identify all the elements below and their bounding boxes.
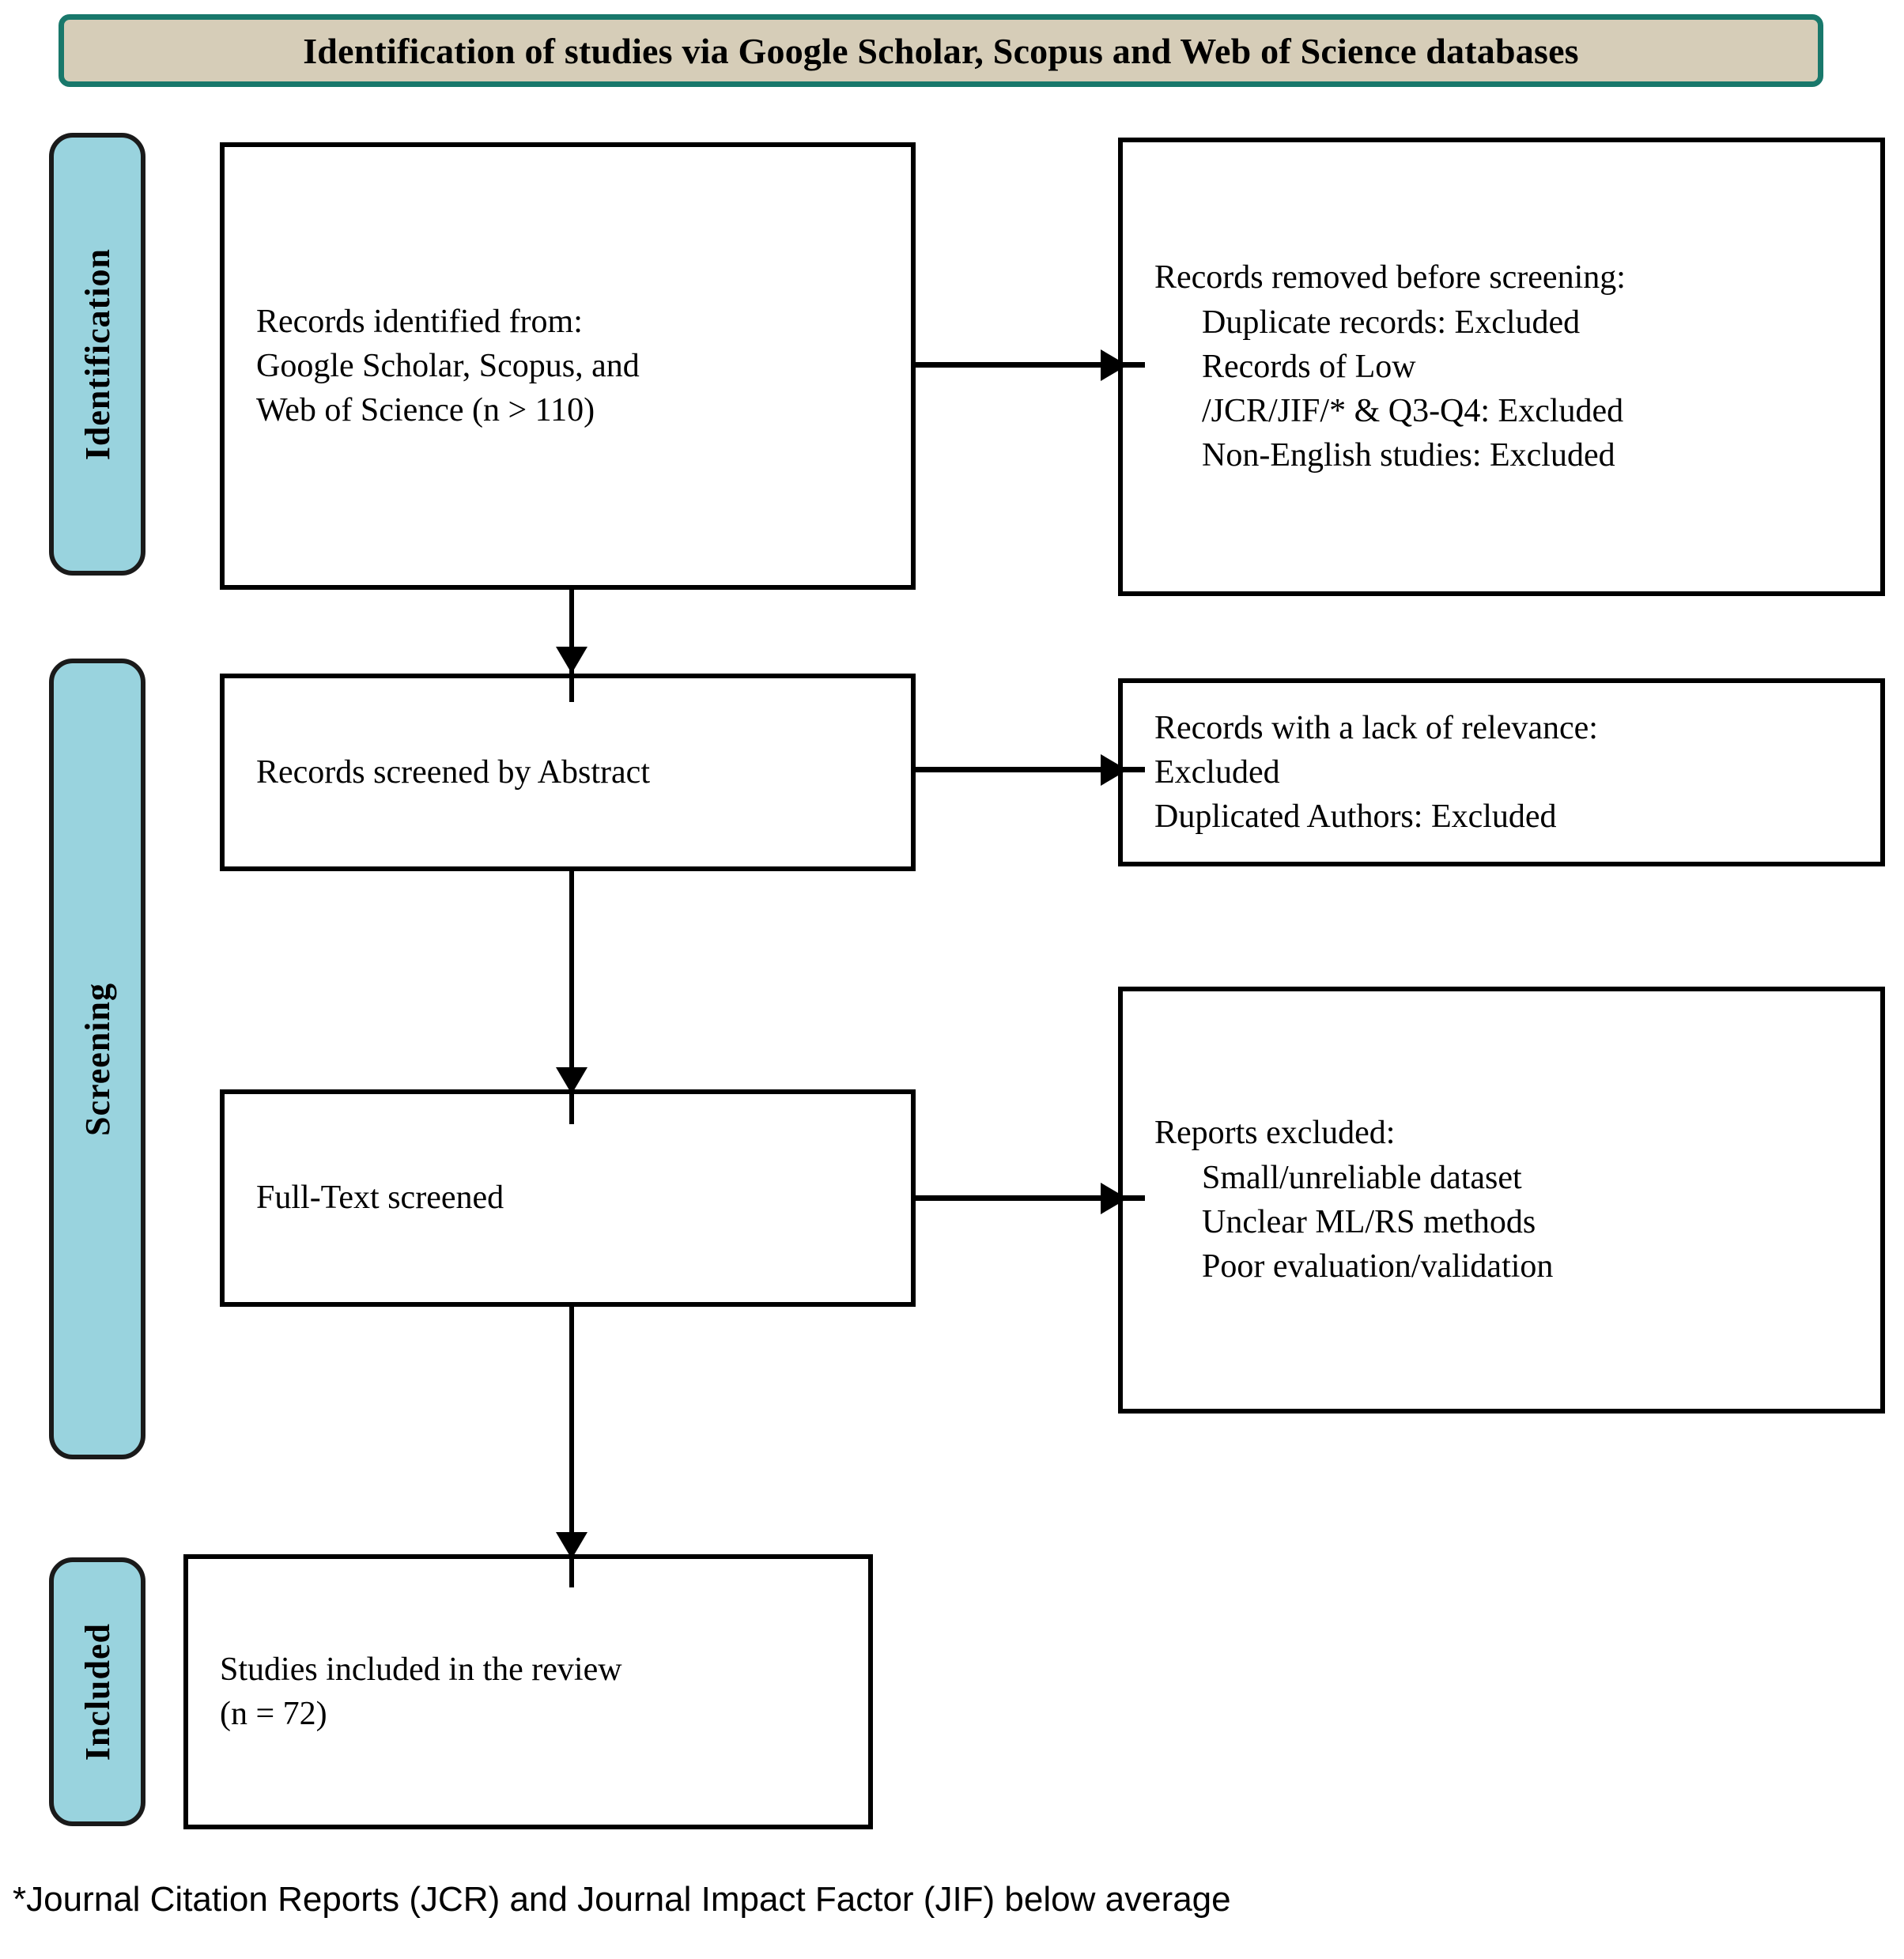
phase-label-identification-text: Identification	[77, 247, 117, 461]
box-line: Excluded	[1154, 753, 1280, 791]
page-title: Identification of studies via Google Sch…	[303, 30, 1579, 71]
arrow-right-icon	[1101, 754, 1128, 786]
connector-identified-to-removed	[911, 362, 1145, 368]
arrow-right-icon	[1101, 1183, 1128, 1214]
box-line: Records screened by Abstract	[256, 753, 650, 791]
box-line: Duplicate records: Excluded	[1202, 304, 1581, 341]
box-records-screened-by-abstract: Records screened by Abstract	[220, 674, 916, 871]
phase-label-identification: Identification	[49, 133, 145, 576]
box-line: Poor evaluation/validation	[1202, 1248, 1554, 1285]
arrow-right-icon	[1101, 349, 1128, 381]
box-line: Records with a lack of relevance:	[1154, 709, 1598, 746]
box-line: Reports excluded:	[1154, 1115, 1396, 1152]
box-line: Google Scholar, Scopus, and	[256, 347, 640, 384]
phase-label-included: Included	[49, 1557, 145, 1826]
footnote: *Journal Citation Reports (JCR) and Jour…	[13, 1880, 1231, 1919]
diagram-header-banner: Identification of studies via Google Sch…	[59, 14, 1823, 87]
connector-fulltext-to-reports-excluded	[911, 1195, 1145, 1201]
box-line: /JCR/JIF/* & Q3-Q4: Excluded	[1202, 393, 1624, 430]
connector-fulltext-to-included	[569, 1307, 574, 1587]
box-line: Duplicated Authors: Excluded	[1154, 798, 1557, 836]
box-line: Web of Science (n > 110)	[256, 392, 595, 429]
connector-screened-to-fulltext	[569, 871, 574, 1124]
connector-identified-to-screened	[569, 590, 574, 702]
box-line: (n = 72)	[220, 1696, 327, 1732]
arrow-down-icon	[556, 647, 587, 674]
box-line: Studies included in the review	[220, 1651, 622, 1688]
phase-label-screening-text: Screening	[77, 982, 117, 1136]
box-studies-included-in-review: Studies included in the review (n = 72)	[183, 1554, 873, 1829]
box-line: Small/unreliable dataset	[1202, 1159, 1522, 1196]
box-line: Full-Text screened	[256, 1180, 504, 1217]
box-line: Records removed before screening:	[1154, 259, 1626, 296]
arrow-down-icon	[556, 1067, 587, 1094]
box-records-removed-before-screening: Records removed before screening: Duplic…	[1118, 138, 1885, 596]
connector-screened-to-lack-relevance	[911, 767, 1145, 772]
phase-label-screening: Screening	[49, 659, 145, 1459]
phase-label-included-text: Included	[77, 1622, 117, 1761]
box-line: Records of Low	[1202, 348, 1416, 385]
box-line: Non-English studies: Excluded	[1202, 437, 1615, 474]
box-records-identified: Records identified from: Google Scholar,…	[220, 142, 916, 590]
box-full-text-screened: Full-Text screened	[220, 1089, 916, 1307]
box-reports-excluded: Reports excluded: Small/unreliable datas…	[1118, 987, 1885, 1414]
box-line: Unclear ML/RS methods	[1202, 1204, 1536, 1240]
box-records-lack-of-relevance: Records with a lack of relevance: Exclud…	[1118, 678, 1885, 866]
arrow-down-icon	[556, 1532, 587, 1559]
box-line: Records identified from:	[256, 303, 583, 340]
